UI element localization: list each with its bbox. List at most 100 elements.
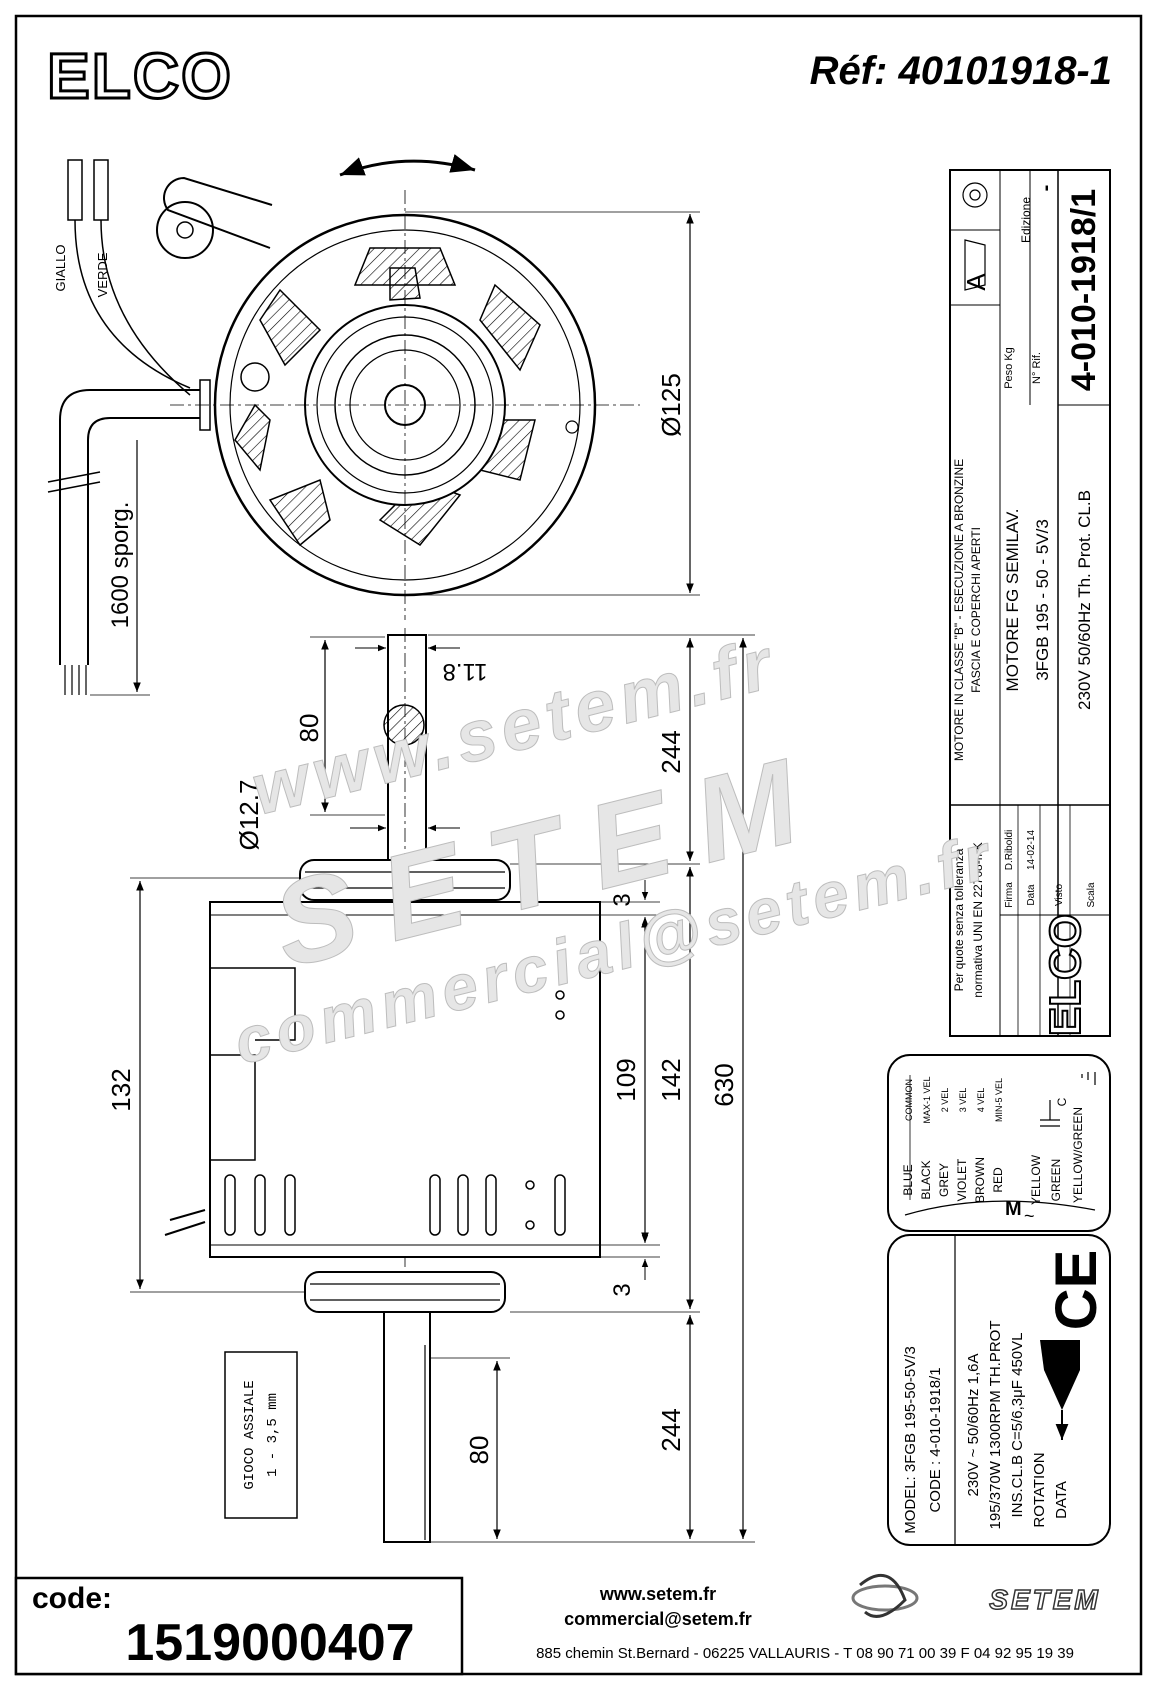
lower-shaft-total-dimension: 244 [656,1408,686,1451]
date-value: 14-02-14 [1026,830,1037,870]
nameplate-row-1: 230V ~ 50/60Hz 1,6A [965,1353,982,1496]
weight-label: Peso Kg [1003,347,1015,389]
axial-play-box: GIOCO ASSIALE 1 - 3,5 mm [224,1351,298,1519]
axial-play-value: 1 - 3,5 mm [265,1393,281,1477]
nameplate: MODEL: 3FGB 195-50-5V/3 CODE : 4-010-191… [887,1234,1111,1546]
sheet-border [14,14,1143,1676]
speed-4: 4 VEL [976,1088,986,1113]
elco-logo: ELCO [46,39,233,114]
nameplate-data-label: DATA [1053,1481,1070,1519]
wiring-diagram: BLUE BLACK GREY VIOLET BROWN RED YELLOW … [887,1054,1111,1232]
nameplate-model: MODEL: 3FGB 195-50-5V/3 [902,1346,919,1534]
header-logo-text: ELCO [47,40,233,112]
bottom-gap-dimension: 3 [609,1283,636,1296]
drawing-number: 4-010-1918/1 [1065,189,1103,391]
footer-address: 885 chemin St.Bernard - 06225 VALLAURIS … [536,1645,1074,1662]
lower-shaft-length-dimension: 80 [464,1436,494,1465]
watermark: www.setem.fr SETEM commercial@setem.fr [226,622,1002,1078]
upper-shaft-length-dimension: 80 [294,714,324,743]
visto-label: Visto [1054,884,1065,906]
wire-color-yellow-green: YELLOW/GREEN [1071,1107,1085,1203]
shaft-diameter-dimension: Ø12.7 [234,780,264,851]
class-letter: A [961,273,991,291]
nameplate-rotation-label: ROTATION [1031,1452,1048,1527]
code-label: code: [32,1582,112,1615]
lower-bearing-ring [304,1271,506,1313]
ground-icon [1081,1072,1096,1085]
wire-color-yellow: YELLOW [1029,1154,1043,1205]
wire-label-giallo: GIALLO [53,245,68,292]
wire-color-green: GREEN [1049,1159,1063,1202]
diameter-dimension: Ø125 [656,373,686,437]
tolerance-line-2: normativa UNI EN 22768-mK [971,842,985,997]
nameplate-code: CODE : 4-010-1918/1 [927,1367,944,1512]
wire-color-violet: VIOLET [955,1158,969,1201]
motor-side-view: 11.8 80 Ø12.7 244 3 3 109 142 [106,628,755,1543]
speed-max: MAX-1 VEL [922,1076,932,1123]
body-total-dimension: 132 [106,1068,136,1111]
date-label: Data [1026,884,1037,906]
motor-symbol: M [1005,1198,1022,1220]
note-line-2: FASCIA E COPERCHI APERTI [969,527,983,693]
capacitor-icon [1040,1100,1060,1127]
capacitor-label: C [1055,1097,1069,1106]
scale-label: Scala [1086,882,1097,907]
footer-email: commercial@setem.fr [564,1609,752,1629]
edition-value: - [1035,185,1057,192]
body-outer-dimension: 142 [656,1058,686,1101]
ce-mark-icon: CE [1044,1250,1109,1331]
upper-shaft-total-dimension: 244 [656,730,686,773]
nameplate-row-3: INS.CL.B C=5/6,3μF 450VL [1009,1333,1026,1518]
note-line-1: MOTORE IN CLASSE "B" - ESECUZIONE A BRON… [952,459,966,761]
shaft-flat-dimension: 11.8 [443,658,488,685]
footer-web: www.setem.fr [599,1584,716,1604]
upper-shaft [387,634,427,866]
speed-common: COMMON [904,1079,914,1121]
rotation-arrow-icon [339,154,476,177]
ref-label: N° Rif. [1031,352,1043,384]
edition-label: Edizione [1019,197,1033,243]
title-block-logo: ELCO [1041,914,1090,1036]
vent-slots [224,990,566,1236]
wire-color-grey: GREY [937,1163,951,1197]
axial-play-label: GIOCO ASSIALE [242,1380,258,1489]
wire-label-verde: VERDE [95,252,110,297]
setem-logo: SETEM [851,1574,1100,1618]
upper-bearing-ring [299,859,511,901]
motor-tilde: ~ [1024,1206,1035,1226]
lower-shaft [383,1311,431,1543]
motor-body [209,901,601,1258]
wire-color-red: RED [991,1167,1005,1193]
footer-brand: SETEM [989,1584,1100,1615]
mounting-lug [156,201,214,259]
description-line-1: MOTORE FG SEMILAV. [1003,509,1022,692]
nameplate-row-2: 195/370W 1300RPM TH.PROT [987,1321,1004,1530]
top-gap-dimension: 3 [609,893,636,906]
cable-length-dimension: 1600 sporg. [107,502,134,629]
tolerance-line-1: Per quote senza tolleranza [952,848,966,991]
shaft-section [383,704,425,746]
signature-label: Firma [1004,882,1015,908]
code-value: 1519000407 [125,1614,414,1672]
wire-color-brown: BROWN [973,1157,987,1203]
title-block: A Edizione - Peso Kg N° Rif. 4-010-1918/… [949,169,1111,1037]
description-line-3: 230V 50/60Hz Th. Prot. CL.B [1075,490,1094,710]
motor-front-view: Ø125 [156,154,700,620]
power-cable: 1600 sporg. GIALLO VERDE [47,159,200,696]
overall-length-dimension: 630 [709,1063,739,1106]
wire-color-black: BLACK [919,1160,933,1199]
projection-symbol-icon [962,182,988,208]
wire-color-blue: BLUE [901,1164,915,1195]
description-line-2: 3FGB 195 - 50 - 5V/3 [1033,519,1052,681]
footer: code: 1519000407 www.setem.fr commercial… [14,1574,1100,1676]
speed-min: MIN-5 VEL [994,1078,1004,1122]
signature-value: D.Riboldi [1004,830,1015,871]
body-inner-dimension: 109 [611,1058,641,1101]
code-box [14,1576,464,1676]
speed-2: 2 VEL [940,1088,950,1113]
reference-number: Réf: 40101918-1 [810,49,1112,93]
speed-3: 3 VEL [958,1088,968,1113]
rotation-arrow-icon [1040,1340,1080,1410]
